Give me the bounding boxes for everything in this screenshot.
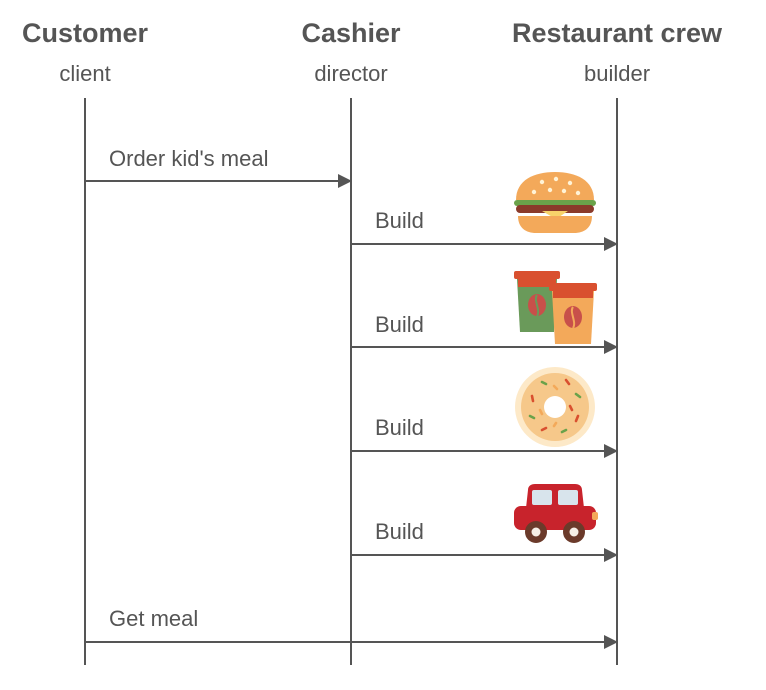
drink-cups-icon	[514, 271, 597, 344]
actor-role-restaurant-crew: builder	[583, 61, 651, 86]
message-label-build-4: Build	[375, 519, 424, 544]
message-label-build-2: Build	[375, 312, 424, 337]
actor-role-customer: client	[59, 61, 111, 86]
lifeline-restaurant-crew	[616, 98, 618, 665]
actor-name-restaurant-crew: Restaurant crew	[511, 18, 723, 48]
actor-name-cashier: Cashier	[301, 18, 401, 48]
burger-icon	[514, 172, 596, 233]
actor-name-customer: Customer	[21, 18, 149, 48]
message-label-order-kids-meal: Order kid's meal	[109, 146, 269, 171]
donut-icon	[515, 367, 595, 447]
message-label-build-3: Build	[375, 415, 424, 440]
actor-role-cashier: director	[314, 61, 388, 86]
lifeline-cashier	[350, 98, 352, 665]
message-label-build-1: Build	[375, 208, 424, 233]
message-label-get-meal: Get meal	[109, 606, 199, 631]
lifeline-customer	[84, 98, 86, 665]
toy-car-icon	[514, 484, 598, 543]
